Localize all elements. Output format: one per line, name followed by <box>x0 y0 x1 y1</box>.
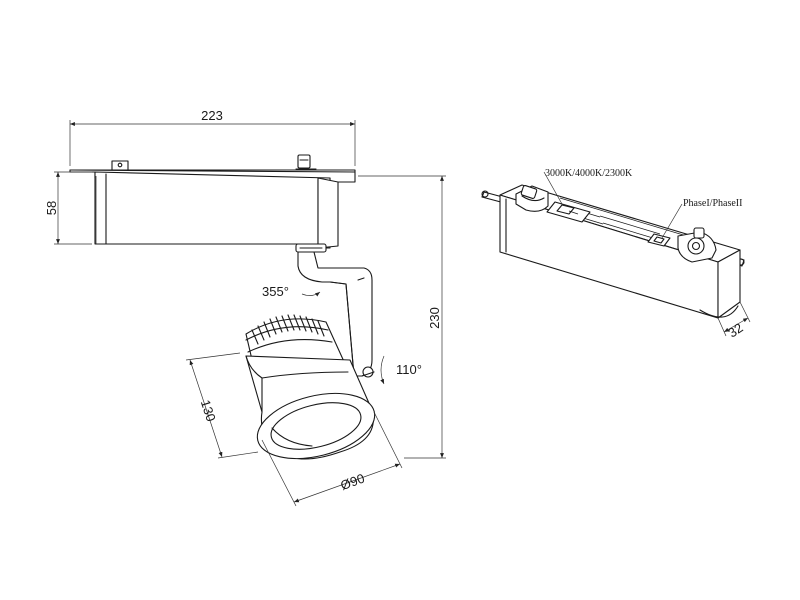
cct-callout: 3000K/4000K/2300K <box>543 168 633 205</box>
dim-diameter-label: Ø90 <box>338 471 366 494</box>
dim-head-length: 130 <box>185 352 259 459</box>
dim-depth-label: 32 <box>725 320 745 341</box>
lamp-head <box>245 314 376 460</box>
isometric-view: 3000K/4000K/2300K PhaseI/PhaseII 32 <box>481 168 751 341</box>
dim-total-height: 230 <box>358 175 446 459</box>
dim-head-length-label: 130 <box>198 398 219 423</box>
dim-total-height-label: 230 <box>427 307 442 329</box>
rotation-annotation: 355° <box>262 284 321 299</box>
tilt-annotation: 110° <box>380 355 422 385</box>
rotation-label: 355° <box>262 284 289 299</box>
side-view: 223 58 230 355° 110° <box>44 108 446 507</box>
phase-callout: PhaseI/PhaseII <box>661 198 742 239</box>
driver-housing <box>69 154 356 249</box>
phase-switch <box>647 233 671 247</box>
dim-width: 223 <box>69 108 356 166</box>
iso-left-latch <box>515 185 549 212</box>
dim-height: 58 <box>44 171 92 245</box>
iso-right-latch <box>677 227 717 263</box>
dim-depth: 32 <box>717 301 751 341</box>
tilt-label: 110° <box>396 362 422 377</box>
dim-width-label: 223 <box>201 108 223 123</box>
neck <box>295 243 327 253</box>
phase-label: PhaseI/PhaseII <box>683 198 742 209</box>
cct-label: 3000K/4000K/2300K <box>545 168 633 179</box>
dim-height-label: 58 <box>44 201 59 215</box>
cct-switch <box>546 201 591 223</box>
yoke-arm <box>297 251 375 378</box>
